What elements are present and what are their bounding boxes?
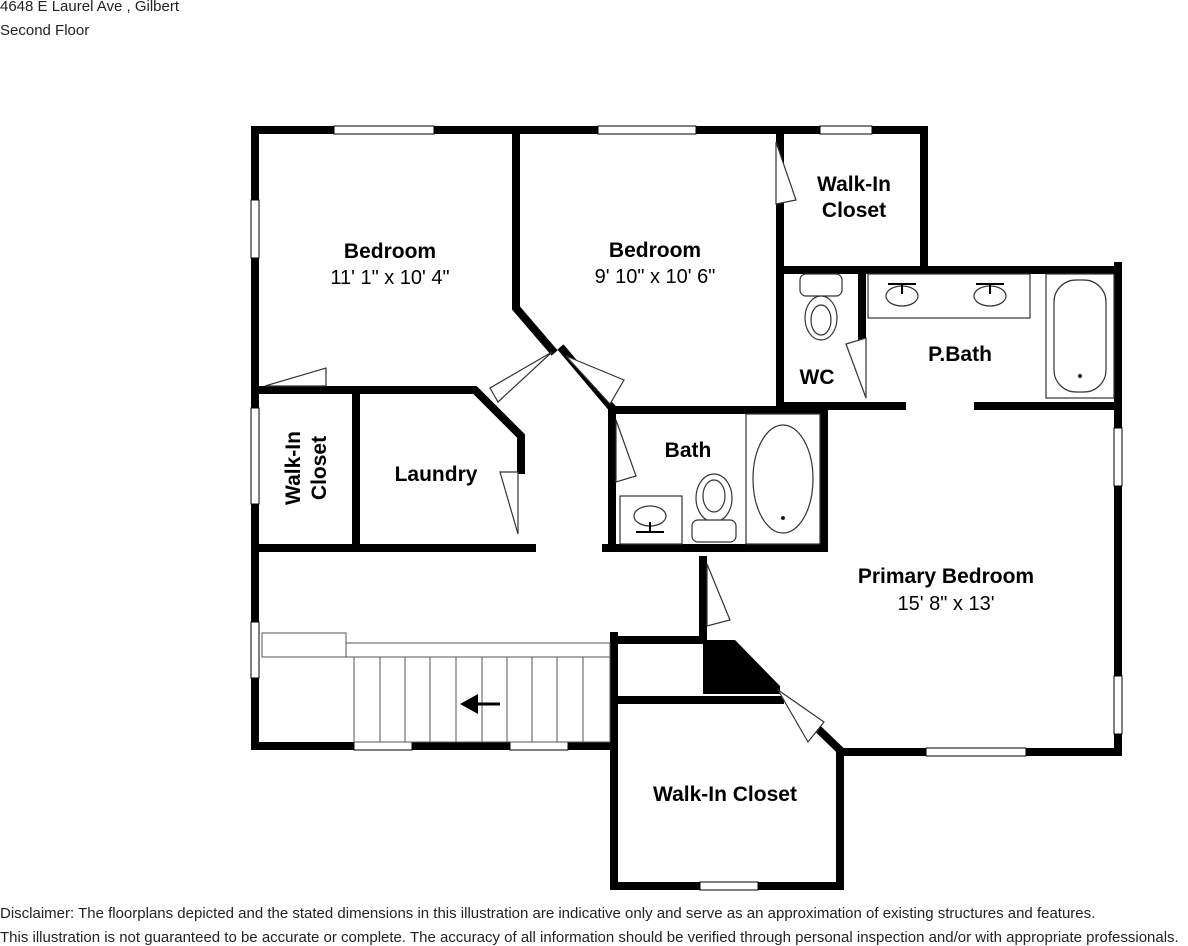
disclaimer-line-2: This illustration is not guaranteed to b… xyxy=(0,929,1179,946)
windows xyxy=(250,125,1123,891)
room-name-walkin-top-2: Closet xyxy=(822,199,886,222)
room-name-walkin-side-2: Closet xyxy=(308,436,331,500)
disclaimer-line-1: Disclaimer: The floorplans depicted and … xyxy=(0,905,1096,922)
sink-icon xyxy=(867,273,1031,319)
room-name-wc: WC xyxy=(800,366,835,389)
stair-arrow-icon xyxy=(460,694,500,714)
room-dims-primary-bedroom: 15' 8" x 13' xyxy=(897,593,994,615)
room-name-bath: Bath xyxy=(665,439,712,462)
staircase xyxy=(261,632,611,743)
door-swing-icon xyxy=(264,141,867,744)
room-name-walkin-top-1: Walk-In xyxy=(817,173,891,196)
room-name-laundry: Laundry xyxy=(395,463,478,486)
room-name-pbath: P.Bath xyxy=(928,343,992,366)
sink-icon xyxy=(619,495,683,545)
room-name-walkin-side-1: Walk-In xyxy=(282,431,305,505)
room-name-bedroom-center: Bedroom xyxy=(609,239,701,262)
property-address: 4648 E Laurel Ave , Gilbert xyxy=(0,0,180,15)
bathtub-icon xyxy=(745,413,821,545)
room-dims-bedroom-center: 9' 10" x 10' 6" xyxy=(595,266,716,288)
toilet-icon xyxy=(691,473,737,543)
bathtub-icon xyxy=(1045,273,1115,399)
toilet-icon xyxy=(799,273,843,341)
room-dims-bedroom-left: 11' 1" x 10' 4" xyxy=(330,267,449,289)
chase-block xyxy=(703,640,780,694)
room-name-primary-bedroom: Primary Bedroom xyxy=(858,565,1034,588)
room-name-walkin-bottom: Walk-In Closet xyxy=(653,783,797,806)
room-name-bedroom-left: Bedroom xyxy=(344,240,436,263)
floor-label: Second Floor xyxy=(0,22,90,39)
